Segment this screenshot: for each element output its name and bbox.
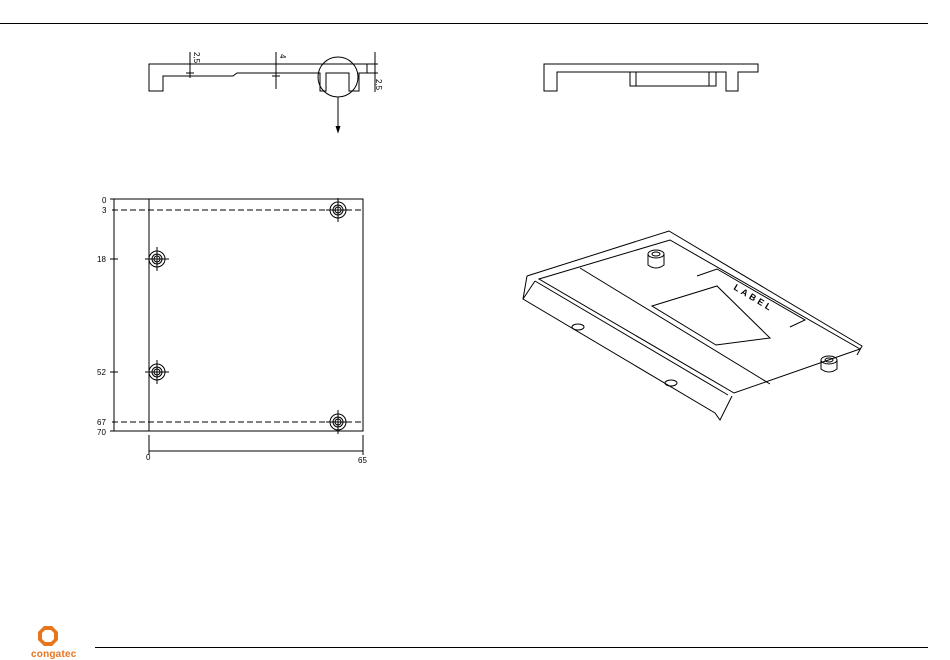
dim-text-y: 3 [102, 206, 107, 215]
dim-text-thickness-right: 2,5 [374, 79, 383, 91]
dim-text-y: 52 [97, 368, 106, 377]
front-view-profile [544, 64, 758, 91]
label-text: LABEL [732, 282, 776, 314]
dim-text-y: 70 [97, 428, 106, 437]
top-view-y-dimensions: 0 3 18 52 67 70 [97, 196, 107, 437]
dim-text-y: 18 [97, 255, 106, 264]
mounting-hole [326, 410, 350, 434]
congatec-octagon-logo-icon [37, 625, 59, 647]
dim-text-x: 65 [358, 456, 367, 465]
side-view-profile [149, 52, 378, 132]
dim-text-x: 0 [146, 453, 151, 462]
perspective-view [523, 231, 862, 420]
detail-arrow-icon [336, 126, 340, 132]
dim-text-thickness-left: 2,5 [192, 52, 201, 64]
top-view-x-dimensions: 0 65 [146, 453, 367, 465]
mounting-hole [326, 198, 350, 222]
dim-text-y: 67 [97, 418, 106, 427]
dim-text-y: 0 [102, 196, 107, 205]
top-view-outline [110, 199, 363, 455]
brand-name: congatec [31, 649, 77, 660]
dim-text-step: 4 [278, 54, 287, 59]
side-view-dimensions: 2,5 4 2,5 [192, 52, 383, 91]
detail-circle [318, 57, 358, 97]
